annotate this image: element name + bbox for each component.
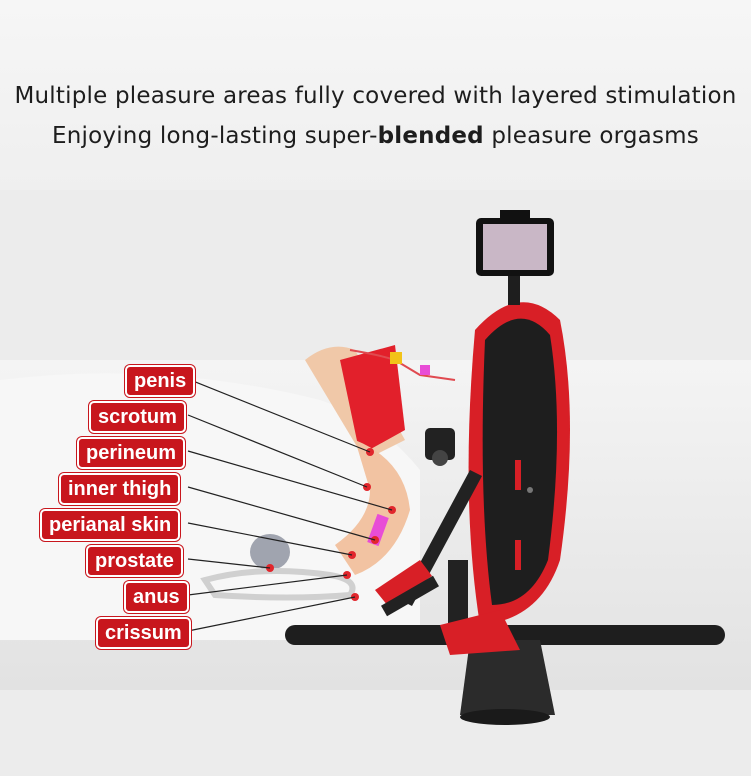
anal-sleeve bbox=[335, 440, 410, 575]
base-hub bbox=[440, 610, 520, 655]
headline-line-1: Multiple pleasure areas fully covered wi… bbox=[14, 83, 737, 109]
label-anus: anus bbox=[124, 581, 189, 613]
back-screw bbox=[527, 487, 533, 493]
leader-scrotum bbox=[187, 414, 368, 488]
leader-prostate bbox=[187, 558, 271, 569]
label-penis: penis bbox=[125, 365, 196, 397]
label-perineum: perineum bbox=[77, 437, 186, 469]
phone-mount-post bbox=[508, 275, 520, 305]
prostate-shape bbox=[250, 534, 290, 570]
label-crissum: crissum bbox=[96, 617, 191, 649]
rectum-outline bbox=[200, 568, 356, 601]
leader-perianal-skin bbox=[187, 522, 353, 556]
headline-line-2-bold: blended bbox=[377, 123, 484, 149]
leader-crissum bbox=[187, 596, 356, 632]
phone-screen bbox=[483, 224, 547, 270]
lower-bracket bbox=[381, 575, 439, 617]
headline-line-2: Enjoying long-lasting super-blended plea… bbox=[0, 123, 751, 149]
remote-pink bbox=[420, 365, 430, 375]
label-scrotum: scrotum bbox=[89, 401, 186, 433]
back-slot-upper bbox=[515, 460, 521, 490]
leader-perineum bbox=[187, 450, 393, 511]
sleeve-body bbox=[340, 345, 405, 455]
phone-clamp bbox=[500, 210, 530, 220]
arm-joint bbox=[425, 428, 455, 460]
remote-yellow bbox=[390, 352, 402, 364]
headline-line-2-prefix: Enjoying long-lasting super- bbox=[52, 123, 378, 149]
lower-arm bbox=[375, 560, 432, 606]
base-stand bbox=[460, 640, 555, 715]
top-banner bbox=[0, 0, 751, 190]
leader-inner-thigh bbox=[187, 486, 376, 541]
leader-anus bbox=[187, 574, 348, 596]
base-plate bbox=[460, 709, 550, 725]
back-slot-lower bbox=[515, 540, 521, 570]
label-prostate: prostate bbox=[86, 545, 183, 577]
center-post bbox=[448, 560, 468, 625]
headline-line-2-suffix: pleasure orgasms bbox=[483, 123, 699, 149]
label-perianal-skin: perianal skin bbox=[40, 509, 181, 541]
label-inner-thigh: inner thigh bbox=[59, 473, 181, 505]
leader-penis bbox=[187, 378, 371, 453]
arm-knob bbox=[432, 450, 448, 466]
